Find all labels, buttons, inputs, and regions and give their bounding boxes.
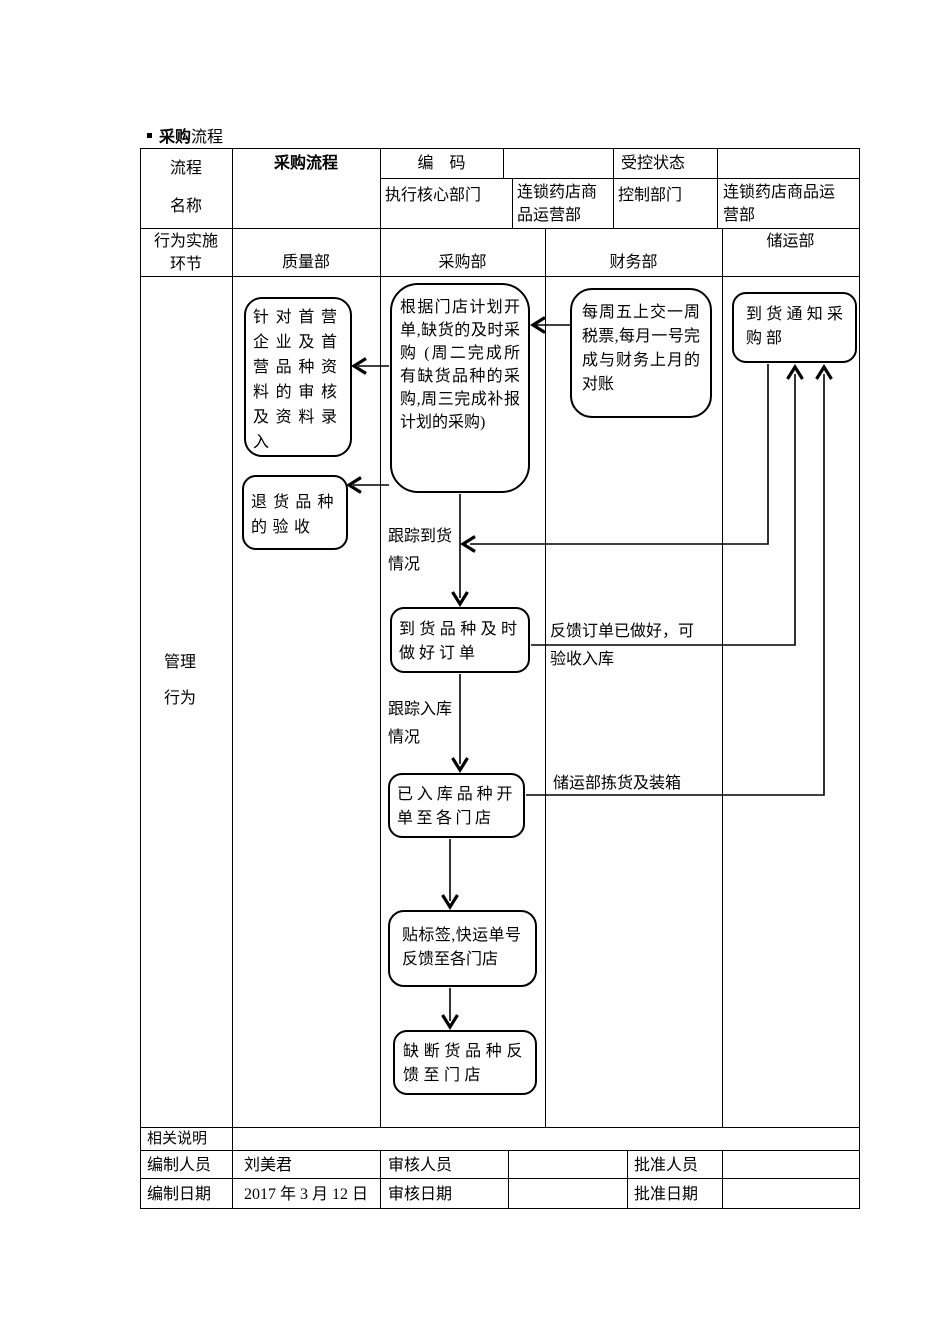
code-label: 编 码 <box>417 155 466 172</box>
arrowhead-down-icon <box>441 1014 459 1031</box>
process-name-label: 流程 名称 <box>169 160 202 215</box>
table-border <box>140 1178 860 1179</box>
make-date-value: 2017 年 3 月 12 日 <box>244 1186 369 1203</box>
flow-box-finance-tax: 每周五上交一周税票,每月一号完成与财务上月的对账 <box>570 288 712 418</box>
arrowhead-up-icon <box>815 363 833 380</box>
make-date-label: 编制日期 <box>147 1186 212 1203</box>
table-border <box>717 148 718 228</box>
flow-box-shortage-feedback: 缺断货品种反馈至门店 <box>393 1030 537 1095</box>
arrowhead-left-icon <box>345 476 362 494</box>
lane-quality: 质量部 <box>281 254 330 271</box>
table-border <box>613 148 614 228</box>
flow-box-purchase-plan: 根据门店计划开单,缺货的及时采购 (周二完成所有缺货品种的采购,周三完成补报计划… <box>390 283 530 493</box>
lane-logistics: 储运部 <box>766 233 815 250</box>
approver-label: 批准人员 <box>634 1157 699 1174</box>
label-feedback-order: 反馈订单已做好，可 验收入库 <box>550 623 695 668</box>
table-border <box>545 228 546 1127</box>
table-border <box>380 148 381 1127</box>
table-border <box>503 148 504 178</box>
connector-warehouse-to-notice <box>526 374 825 796</box>
reviewer-label: 审核人员 <box>388 1157 453 1174</box>
arrowhead-up-icon <box>786 363 804 380</box>
bullet-icon <box>147 132 152 138</box>
table-border <box>627 1150 628 1208</box>
table-border <box>722 1150 723 1208</box>
control-dept-label: 控制部门 <box>618 187 683 204</box>
flow-box-quality-review: 针对首营企业及首营品种资料的审核及资料录入 <box>244 297 352 457</box>
arrowhead-down-icon <box>441 894 459 911</box>
table-border <box>232 148 233 1208</box>
table-border <box>859 148 860 1208</box>
lane-purchasing: 采购部 <box>438 254 487 271</box>
lane-row-label: 行为实施 环节 <box>153 233 218 273</box>
flow-box-warehouse-order: 已入库品种开单至各门店 <box>388 773 525 838</box>
flow-box-return-accept: 退货品种的验收 <box>242 475 348 550</box>
approve-date-label: 批准日期 <box>634 1186 699 1203</box>
flow-box-arrival-notice: 到货通知采购部 <box>732 292 857 363</box>
doc-title: 采购 流程 <box>147 123 223 147</box>
arrowhead-left-icon <box>459 535 476 553</box>
table-border <box>380 178 860 179</box>
table-border <box>140 148 860 149</box>
flow-box-label-feedback: 贴标签,快运单号反馈至各门店 <box>388 910 537 987</box>
label-track-arrival: 跟踪到货 情况 <box>388 528 453 573</box>
arrowhead-down-icon <box>451 757 469 774</box>
table-border <box>722 228 723 1127</box>
table-border <box>140 1208 860 1209</box>
controlled-status-label: 受控状态 <box>621 155 686 172</box>
maker-label: 编制人员 <box>147 1157 212 1174</box>
arrowhead-left-icon <box>350 357 367 375</box>
table-border <box>380 1150 381 1208</box>
review-date-label: 审核日期 <box>388 1186 453 1203</box>
lane-finance: 财务部 <box>609 254 658 271</box>
table-border <box>512 178 513 228</box>
process-name-value: 采购流程 <box>273 155 338 172</box>
table-border <box>140 276 860 277</box>
table-border <box>140 228 860 229</box>
exec-dept-value: 连锁药店商 品运营部 <box>517 184 598 224</box>
table-border <box>140 1150 860 1151</box>
arrowhead-down-icon <box>451 591 469 608</box>
arrowhead-left-icon <box>529 316 546 334</box>
table-border <box>508 1150 509 1208</box>
doc-title-rest: 流程 <box>191 129 224 146</box>
doc-title-bold: 采购 <box>159 129 192 146</box>
exec-dept-label: 执行核心部门 <box>385 187 482 204</box>
table-border <box>140 148 141 1208</box>
notes-label: 相关说明 <box>147 1131 208 1147</box>
control-dept-value: 连锁药店商品运 营部 <box>723 184 836 224</box>
table-border <box>140 1127 860 1128</box>
management-row-label: 管理 行为 <box>164 654 197 707</box>
label-track-storage: 跟踪入库 情况 <box>388 701 453 746</box>
label-picking: 储运部拣货及装箱 <box>553 775 682 792</box>
maker-value: 刘美君 <box>244 1157 293 1174</box>
flow-box-order-ready: 到货品种及时做好订单 <box>390 607 530 673</box>
